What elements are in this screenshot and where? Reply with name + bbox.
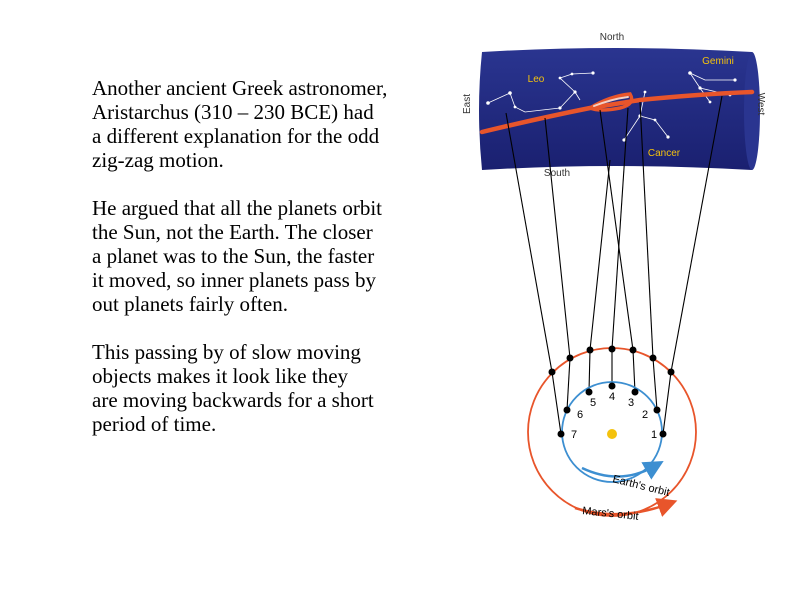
position-7-label: 7 — [571, 429, 577, 441]
position-4-label: 4 — [609, 391, 615, 403]
explanation-text: Another ancient Greek astronomer, Arista… — [92, 76, 452, 460]
south-label: South — [544, 168, 570, 179]
leo-label: Leo — [528, 74, 545, 85]
sun-icon — [607, 429, 617, 439]
east-label: East — [462, 94, 473, 114]
mars-positions — [548, 345, 675, 376]
mars-orbit-label: Mars's orbit — [582, 505, 639, 523]
cancer-label: Cancer — [648, 148, 681, 159]
gemini-label: Gemini — [702, 56, 734, 67]
north-label: North — [600, 32, 624, 43]
position-5-label: 5 — [590, 397, 596, 409]
stars — [486, 71, 737, 142]
paragraph-heliocentric: He argued that all the planets orbit the… — [92, 196, 383, 316]
paragraph-intro: Another ancient Greek astronomer, Arista… — [92, 76, 388, 172]
position-1-label: 1 — [651, 429, 657, 441]
mars-apparent-path — [479, 89, 755, 135]
west-label: West — [755, 93, 766, 116]
earth-positions — [557, 382, 667, 438]
position-2-label: 2 — [642, 409, 648, 421]
sight-lines — [505, 95, 723, 435]
position-3-label: 3 — [628, 397, 634, 409]
earth-orbit-label: Earth's orbit — [611, 473, 671, 499]
paragraph-retrograde: This passing by of slow moving objects m… — [92, 340, 374, 436]
position-6-label: 6 — [577, 409, 583, 421]
